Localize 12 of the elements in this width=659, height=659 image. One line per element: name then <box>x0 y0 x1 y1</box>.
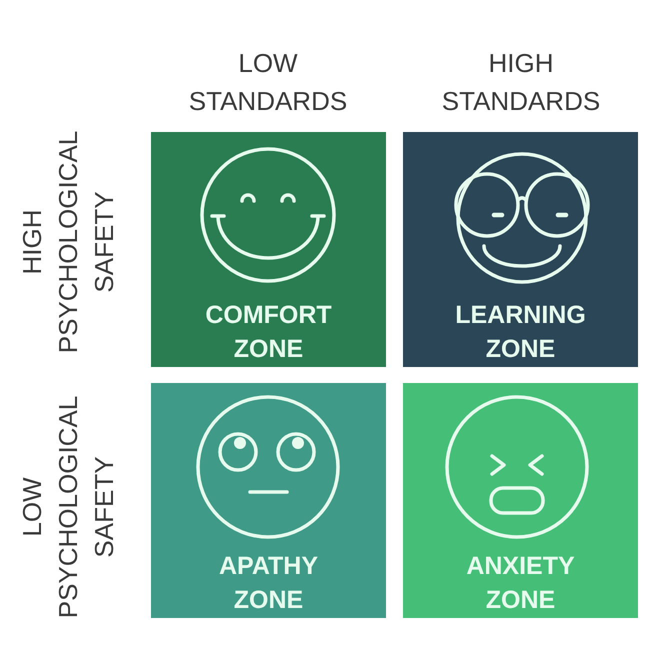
zone-panel <box>151 132 386 367</box>
zone-panel <box>403 132 638 367</box>
zone-name: APATHY ZONE <box>218 551 320 616</box>
zone-name: LEARNING ZONE <box>454 300 587 365</box>
axis-label: HIGH STANDARDS <box>440 47 602 118</box>
zone-name: COMFORT ZONE <box>204 300 333 365</box>
axis-label: HIGH PSYCHOLOGICAL SAFETY <box>16 130 120 356</box>
zone-name: ANXIETY ZONE <box>465 551 576 616</box>
zone-panel <box>403 383 638 618</box>
axis-label: LOW STANDARDS <box>188 47 348 118</box>
zone-panel <box>151 383 386 618</box>
axis-label: LOW PSYCHOLOGICAL SAFETY <box>16 394 120 620</box>
